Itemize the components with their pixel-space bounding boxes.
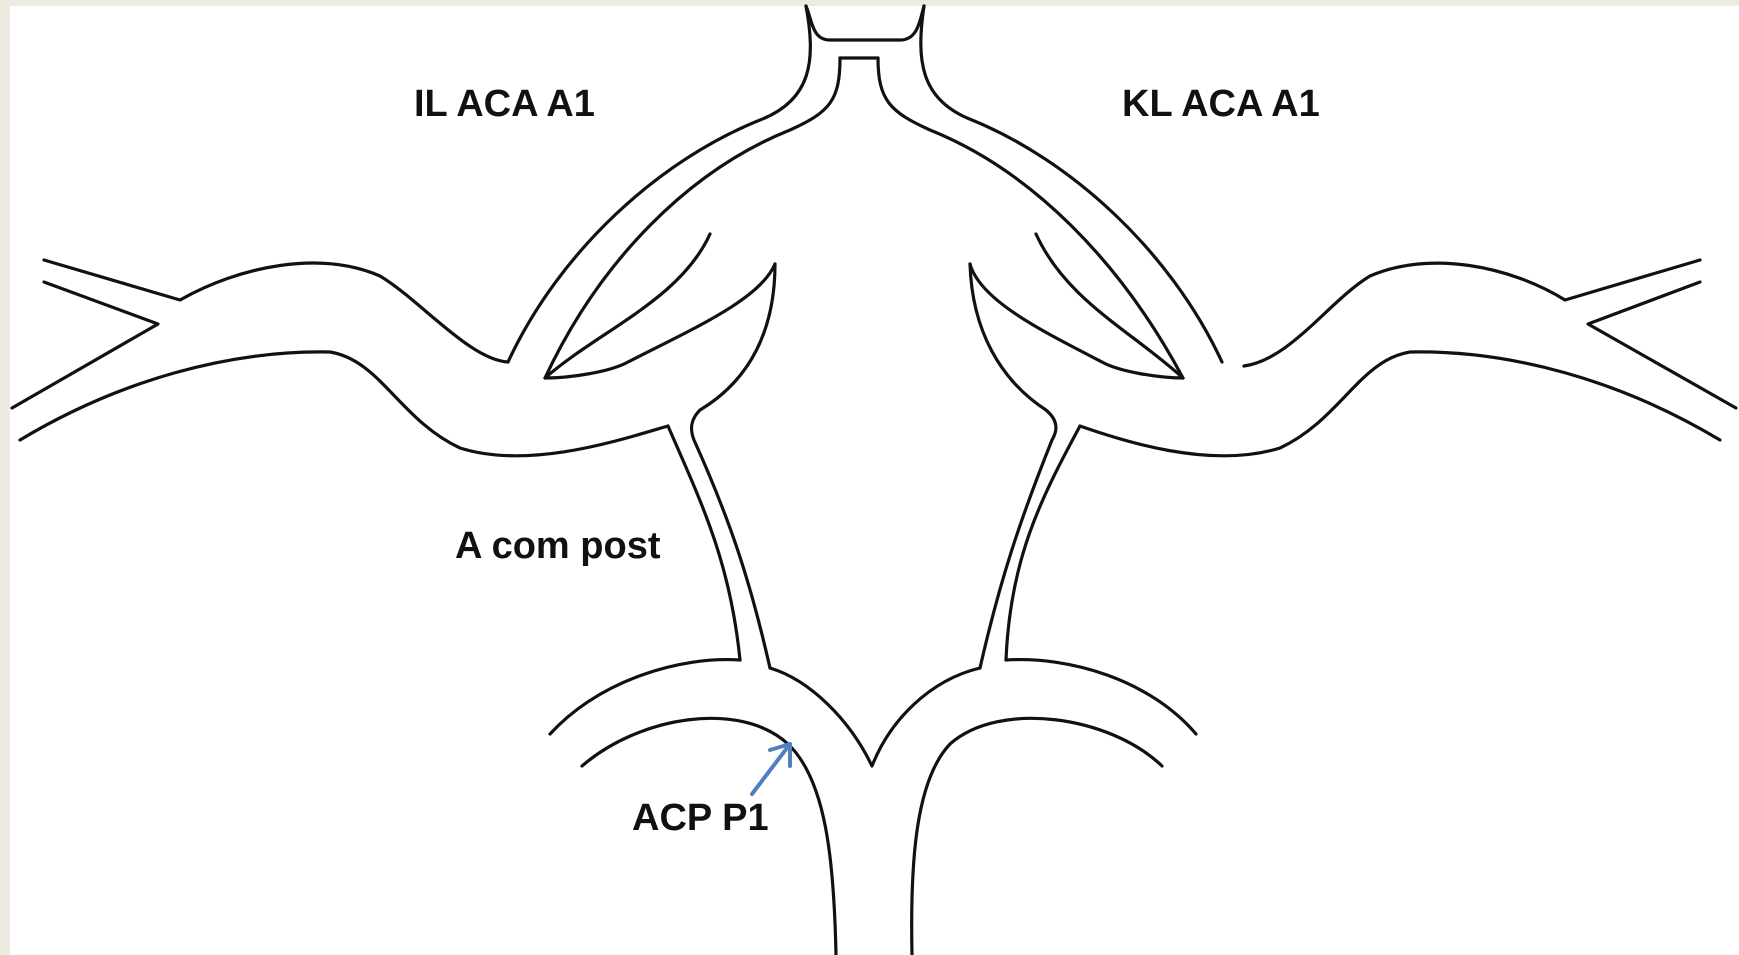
left-inner-branch: [545, 234, 775, 378]
label-acp-p1: ACP P1: [632, 797, 769, 839]
right-a-com-post-vessel: [970, 264, 1080, 668]
left-a-com-post-vessel: [668, 264, 775, 668]
arrow-up-right-icon: [752, 744, 790, 794]
right-inner-branch: [970, 234, 1183, 378]
left-aca-a1-vessel: [508, 6, 840, 378]
top-trunk-vessel: [806, 6, 924, 58]
right-aca-a1-vessel: [878, 6, 1222, 378]
label-il-aca-a1: IL ACA A1: [414, 83, 595, 125]
label-kl-aca-a1: KL ACA A1: [1122, 83, 1320, 125]
label-a-com-post: A com post: [455, 525, 661, 567]
